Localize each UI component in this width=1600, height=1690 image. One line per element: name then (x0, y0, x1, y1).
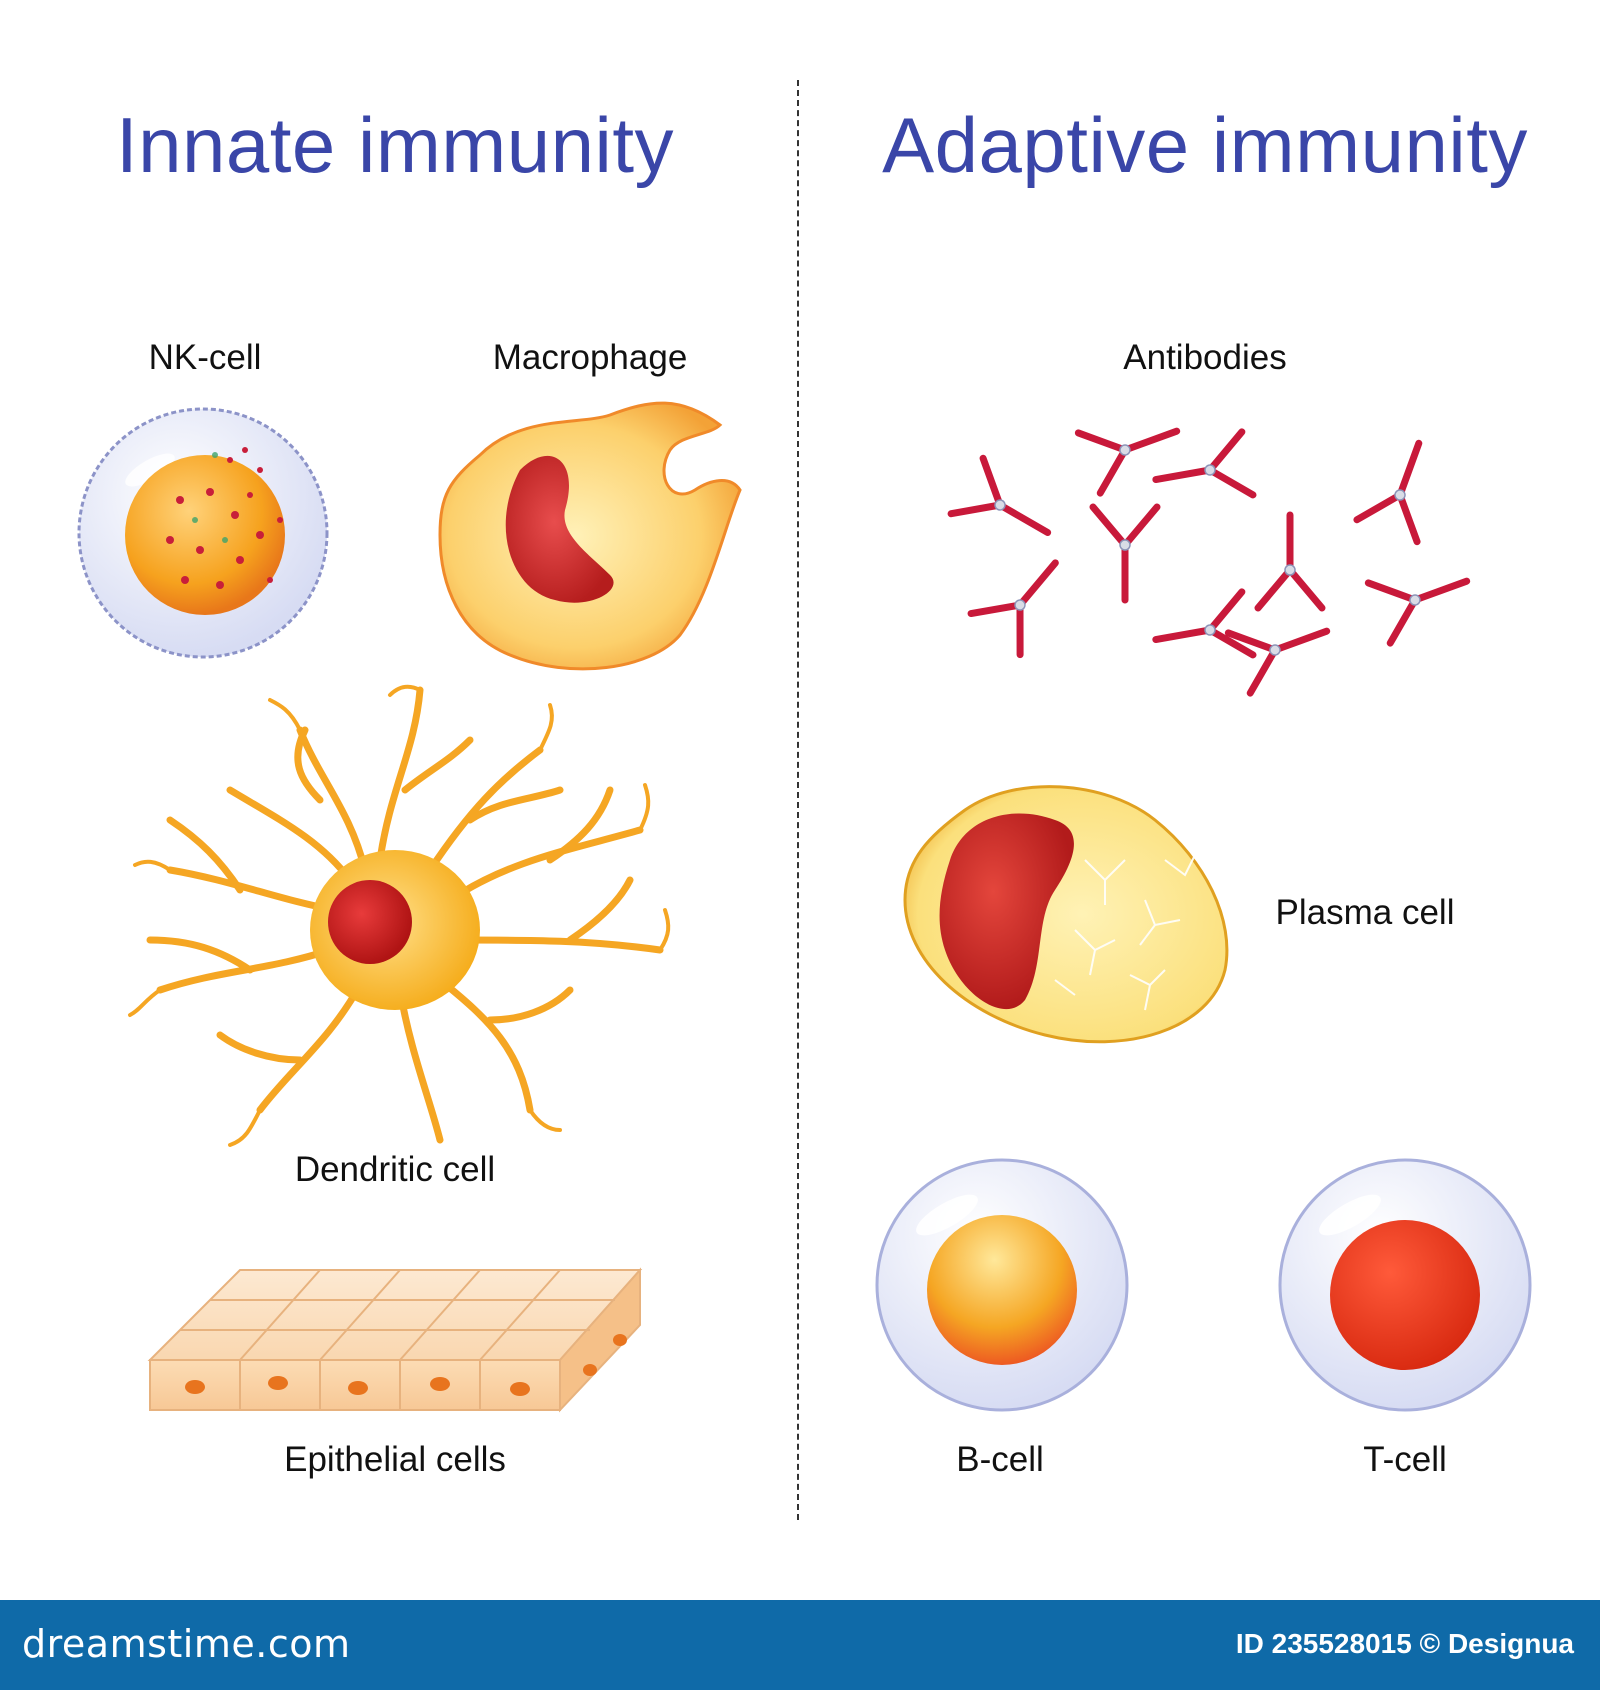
antibody (1150, 592, 1253, 671)
plasma-cell-illustration (903, 785, 1229, 1044)
macrophage-illustration (438, 401, 742, 671)
antibody (971, 542, 1080, 654)
antibody (1357, 432, 1449, 541)
nk-cell-label: NK-cell (148, 338, 262, 377)
plasma-cell-label: Plasma cell (1275, 893, 1455, 932)
antibody (1093, 507, 1157, 600)
dendritic-cell-label: Dendritic cell (294, 1150, 496, 1189)
b-cell-label: B-cell (956, 1440, 1044, 1479)
antibodies-label: Antibodies (1123, 338, 1287, 377)
epithelial-cells-illustration (147, 1267, 643, 1413)
epithelial-cells-label: Epithelial cells (284, 1440, 506, 1479)
dreamstime-brand[interactable]: dreamstime.com (22, 1622, 351, 1666)
adaptive-immunity-heading: Adaptive immunity (882, 101, 1528, 189)
antibody (1368, 551, 1477, 643)
t-cell-label: T-cell (1363, 1440, 1447, 1479)
dendritic-cell-illustration (128, 684, 671, 1147)
nk-cell-illustration (77, 407, 329, 659)
b-cell-illustration (875, 1158, 1129, 1412)
t-cell-illustration (1278, 1158, 1532, 1412)
antibody (1150, 432, 1253, 511)
antibodies-illustration (930, 395, 1490, 705)
macrophage-label: Macrophage (492, 338, 688, 377)
antibody (951, 458, 1064, 560)
image-credit: ID 235528015 © Designua (1235, 1628, 1574, 1659)
antibody (1258, 515, 1322, 608)
innate-immunity-heading: Innate immunity (115, 101, 675, 189)
section-divider (797, 80, 799, 1520)
footer-bar: dreamstime.com ID 235528015 © Designua (0, 1600, 1600, 1690)
